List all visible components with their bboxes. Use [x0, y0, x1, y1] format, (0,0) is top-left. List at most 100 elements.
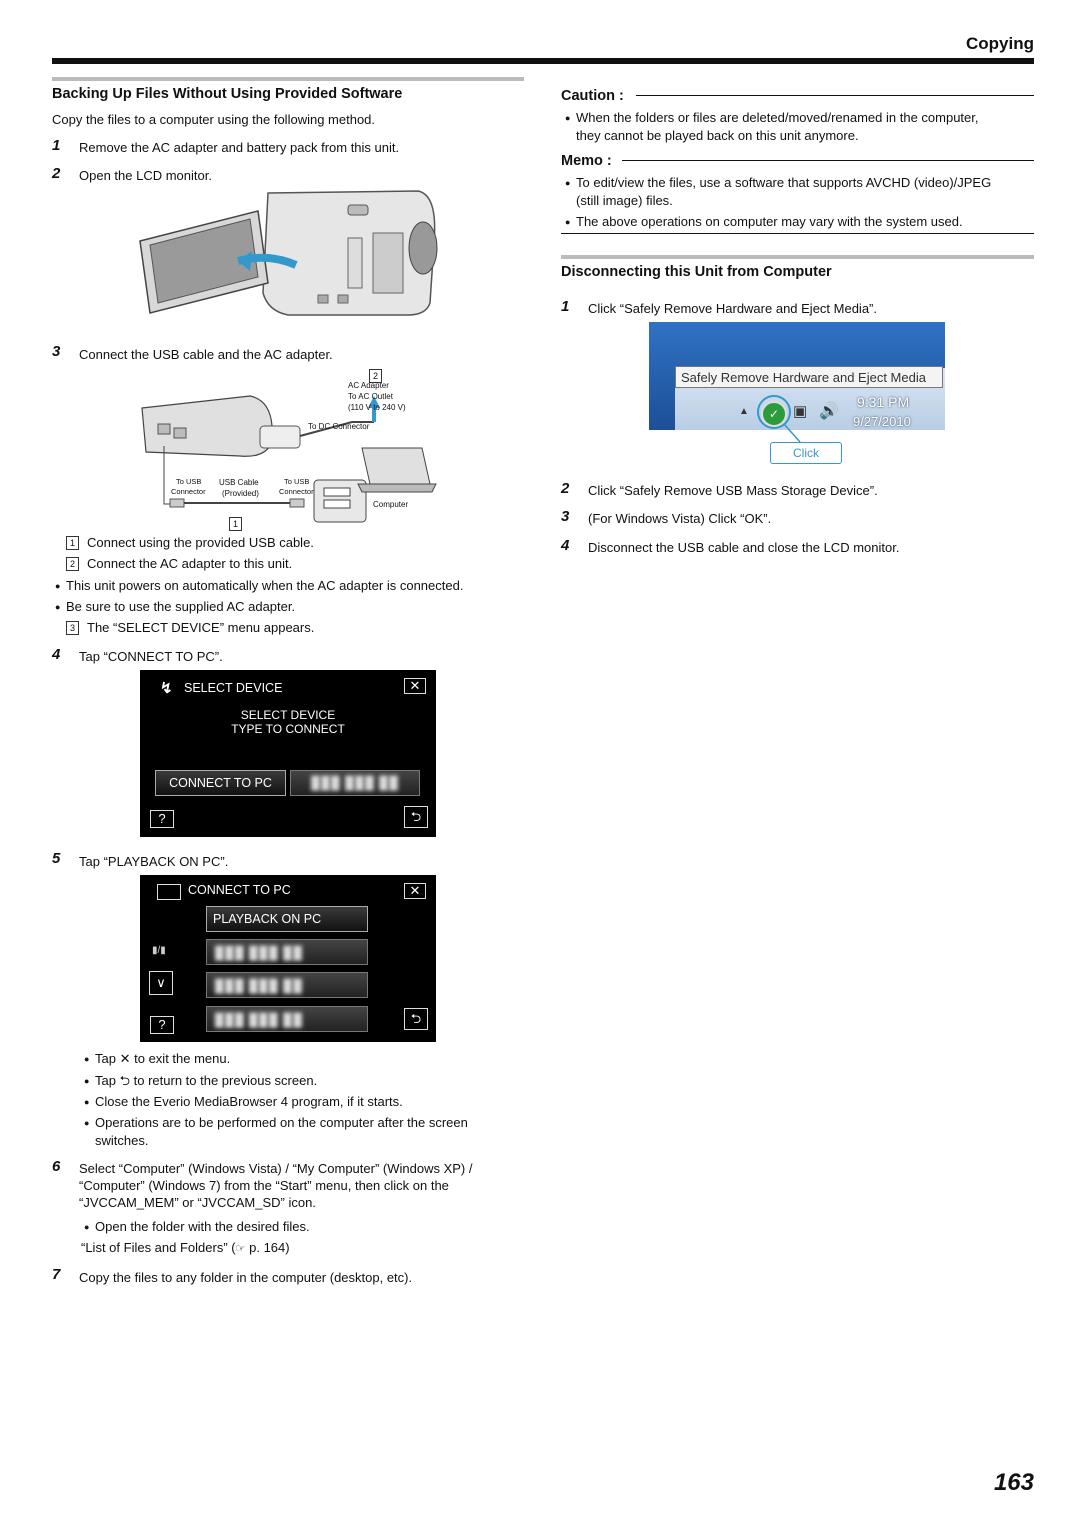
bullet-item: Open the folder with the desired files.: [84, 1218, 310, 1236]
label-usb-cable: USB Cable: [219, 478, 259, 487]
bullet-continuation: (still image) files.: [576, 193, 673, 208]
screen-title: SELECT DEVICE: [184, 681, 283, 695]
close-icon[interactable]: ✕: [404, 883, 426, 899]
bullet-text: Tap: [95, 1073, 116, 1088]
scroll-down-icon[interactable]: ∨: [149, 971, 173, 995]
step-number: 7: [52, 1266, 61, 1283]
label-to-usb-2: To USB: [284, 477, 310, 486]
sub-step: 3 The “SELECT DEVICE” menu appears.: [66, 619, 314, 636]
step-text: (For Windows Vista) Click “OK”.: [588, 511, 772, 526]
step-text: Click “Safely Remove USB Mass Storage De…: [588, 483, 878, 498]
label-connector-2: Connector: [279, 487, 314, 496]
close-icon[interactable]: ✕: [404, 678, 426, 694]
sub-step-number: 1: [66, 536, 79, 550]
bullet-item: Close the Everio MediaBrowser 4 program,…: [84, 1093, 403, 1111]
screen-message-1: SELECT DEVICE: [240, 708, 336, 722]
label-connector-1: Connector: [171, 487, 206, 496]
bullet-item: Be sure to use the supplied AC adapter.: [55, 598, 295, 616]
clock-time[interactable]: 9:31 PM: [857, 394, 910, 410]
menu-option-label: ███ ███ ██: [215, 946, 303, 960]
page-ref-icon: ☞: [235, 1243, 246, 1255]
menu-option-label: ███ ███ ██: [215, 979, 303, 993]
menu-option-button[interactable]: ███ ███ ██: [206, 1006, 368, 1032]
camcorder-open-lcd-illustration: [139, 190, 438, 316]
step-text: “JVCCAM_MEM” or “JVCCAM_SD” icon.: [79, 1195, 316, 1210]
marker-1-label: 1: [229, 517, 242, 531]
bullet-text: Tap: [95, 1051, 116, 1066]
step-text: Tap “PLAYBACK ON PC”.: [79, 854, 229, 869]
sub-step-text: Connect using the provided USB cable.: [87, 535, 314, 550]
step-text: Select “Computer” (Windows Vista) / “My …: [79, 1161, 473, 1176]
section-bar-right: [561, 255, 1034, 259]
page-header-title: Copying: [966, 34, 1034, 53]
menu-option-button[interactable]: ███ ███ ██: [206, 939, 368, 965]
close-icon: ✕: [119, 1051, 131, 1066]
connect-to-pc-button[interactable]: CONNECT TO PC: [155, 770, 286, 796]
playback-on-pc-button[interactable]: PLAYBACK ON PC: [206, 906, 368, 932]
tooltip: Safely Remove Hardware and Eject Media: [675, 366, 943, 388]
caution-rule: [636, 95, 1034, 96]
memo-heading: Memo :: [561, 153, 612, 169]
other-device-label: ███ ███ ██: [311, 776, 399, 790]
volume-icon[interactable]: 🔊: [819, 403, 839, 420]
menu-option-label: ███ ███ ██: [215, 1013, 303, 1027]
link-text: “List of Files and Folders” (: [81, 1240, 236, 1255]
return-icon: ⮌: [119, 1073, 131, 1088]
marker-1: 1: [229, 515, 250, 533]
bullet-item: When the folders or files are deleted/mo…: [565, 109, 978, 127]
show-hidden-icons-icon[interactable]: ▲: [739, 406, 749, 417]
section-title-disconnect: Disconnecting this Unit from Computer: [561, 264, 832, 280]
other-device-button[interactable]: ███ ███ ██: [290, 770, 420, 796]
section-title-backup: Backing Up Files Without Using Provided …: [52, 86, 403, 102]
sub-step-text: Connect the AC adapter to this unit.: [87, 556, 293, 571]
network-icon[interactable]: ▣: [793, 403, 808, 420]
step-text: Remove the AC adapter and battery pack f…: [79, 140, 400, 155]
label-provided: (Provided): [222, 489, 259, 498]
label-to-usb-1: To USB: [176, 477, 202, 486]
monitor-icon: [157, 884, 181, 900]
step-text: Open the LCD monitor.: [79, 168, 212, 183]
bullet-text: to return to the previous screen.: [133, 1073, 318, 1088]
step-number: 4: [561, 537, 570, 554]
link-text: p. 164): [249, 1240, 290, 1255]
step-text: Tap “CONNECT TO PC”.: [79, 649, 223, 664]
select-device-screen: ↯ SELECT DEVICE ✕ SELECT DEVICE TYPE TO …: [140, 670, 436, 837]
step-number: 1: [52, 137, 61, 154]
sub-step-number: 3: [66, 621, 79, 635]
sub-step: 1 Connect using the provided USB cable.: [66, 534, 314, 551]
step-text: Copy the files to any folder in the comp…: [79, 1270, 413, 1285]
step-number: 2: [561, 480, 570, 497]
return-icon[interactable]: ⮌: [404, 806, 428, 828]
help-button[interactable]: ?: [150, 1016, 174, 1034]
step-number: 2: [52, 165, 61, 182]
step-text: Connect the USB cable and the AC adapter…: [79, 347, 333, 362]
label-ac-outlet: To AC Outlet: [348, 392, 393, 401]
page-number: 163: [993, 1469, 1034, 1496]
bullet-item: Operations are to be performed on the co…: [84, 1114, 468, 1132]
sub-step-text: The “SELECT DEVICE” menu appears.: [87, 620, 315, 635]
menu-option-button[interactable]: ███ ███ ██: [206, 972, 368, 998]
screen-message-2: TYPE TO CONNECT: [231, 722, 345, 736]
bullet-item: This unit powers on automatically when t…: [55, 577, 463, 595]
clock-date[interactable]: 9/27/2010: [853, 414, 911, 429]
bullet-item: The above operations on computer may var…: [565, 213, 963, 231]
memo-rule: [622, 160, 1034, 161]
header-rule: [52, 58, 1034, 64]
step-text: “Computer” (Windows 7) from the “Start” …: [79, 1178, 449, 1193]
step-text: Click “Safely Remove Hardware and Eject …: [588, 301, 877, 316]
step-text: Disconnect the USB cable and close the L…: [588, 540, 900, 555]
taskbar-screenshot: Safely Remove Hardware and Eject Media ▲…: [649, 322, 945, 430]
reference-link[interactable]: “List of Files and Folders” (☞ p. 164): [81, 1239, 290, 1258]
return-icon[interactable]: ⮌: [404, 1008, 428, 1030]
screen-title: CONNECT TO PC: [188, 883, 291, 897]
label-dc-connector: To DC Connector: [308, 422, 370, 431]
help-button[interactable]: ?: [150, 810, 174, 828]
usb-ac-connection-diagram: [141, 395, 437, 523]
bullet-item: To edit/view the files, use a software t…: [565, 174, 991, 192]
step-number: 1: [561, 298, 570, 315]
step-number: 4: [52, 646, 61, 663]
bullet-item: Tap ✕ to exit the menu.: [84, 1050, 230, 1068]
click-callout-circle: [757, 395, 801, 443]
safely-remove-hardware-icon[interactable]: ✓: [761, 401, 787, 427]
